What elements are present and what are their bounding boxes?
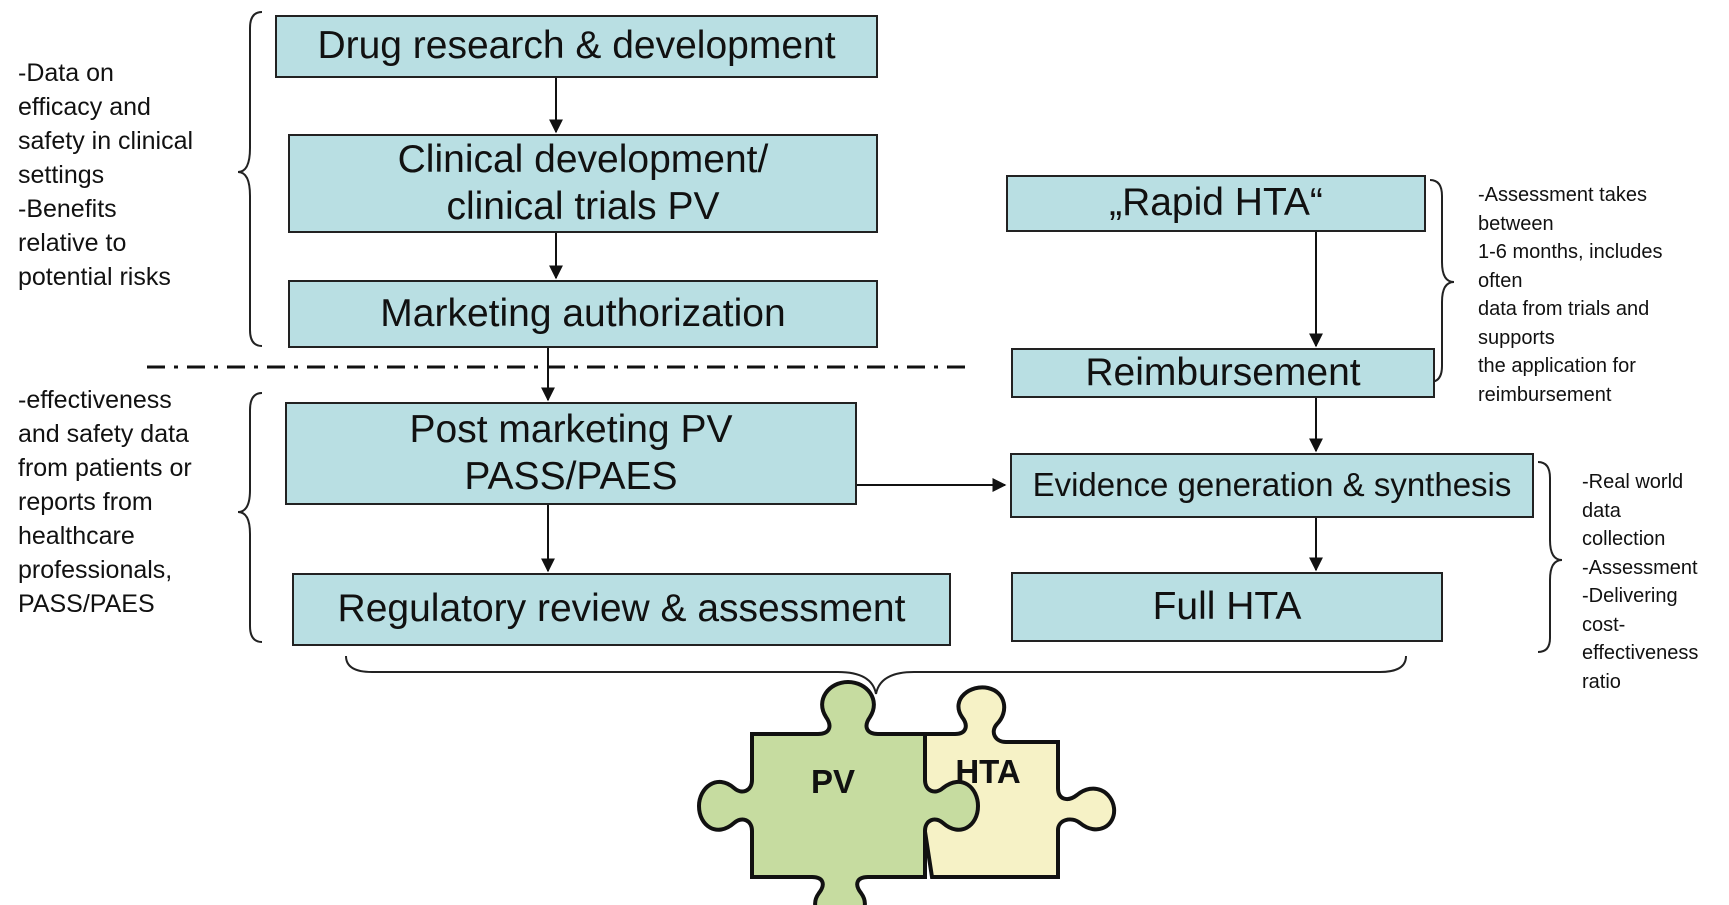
box-post-marketing-pv-line1: Post marketing PV [409, 408, 733, 452]
box-post-marketing-pv-line2: PASS/PAES [464, 454, 678, 498]
note-line: ratio [1582, 670, 1621, 693]
note-line: settings [18, 161, 105, 189]
note-line: -Benefits [18, 195, 117, 223]
box-full-hta-label: Full HTA [1152, 584, 1302, 628]
puzzle-label-hta: HTA [955, 753, 1020, 790]
note-line: -effectiveness [18, 386, 172, 414]
note-post-marketing: -effectiveness and safety data from pati… [18, 383, 192, 621]
note-line: reports from [18, 488, 153, 516]
box-regulatory-review-label: Regulatory review & assessment [337, 587, 906, 631]
note-rapid-hta: -Assessment takes between 1-6 months, in… [1478, 181, 1663, 409]
brace-pre-marketing [237, 11, 263, 347]
note-full-hta: -Real world data collection -Assessment … [1582, 468, 1698, 696]
brace-bottom [345, 655, 1407, 695]
brace-rapid-hta [1429, 179, 1455, 383]
note-line: PASS/PAES [18, 590, 155, 618]
box-evidence-generation: Evidence generation & synthesis [1010, 453, 1534, 518]
note-line: and safety data [18, 420, 189, 448]
box-marketing-authorization: Marketing authorization [288, 280, 878, 348]
note-line: often [1478, 269, 1523, 292]
note-line: data [1582, 499, 1621, 522]
note-line: reimbursement [1478, 383, 1612, 406]
note-line: healthcare [18, 522, 135, 550]
box-clinical-development-line2: clinical trials PV [446, 184, 720, 228]
box-rapid-hta: „Rapid HTA“ [1006, 175, 1426, 232]
puzzle-piece-pv [696, 679, 981, 905]
note-line: -Delivering [1582, 585, 1678, 607]
note-line: -Assessment takes [1478, 184, 1647, 206]
box-reimbursement: Reimbursement [1011, 348, 1435, 398]
note-line: effectiveness [1582, 642, 1699, 664]
box-clinical-development-line1: Clinical development/ [397, 138, 769, 182]
note-line: -Data on [18, 59, 114, 87]
note-line: potential risks [18, 263, 171, 291]
note-line: data from trials and [1478, 298, 1650, 320]
box-drug-research-development-label: Drug research & development [317, 24, 836, 68]
box-full-hta: Full HTA [1011, 572, 1443, 642]
note-pre-marketing: -Data on efficacy and safety in clinical… [18, 56, 193, 294]
box-drug-research-development: Drug research & development [275, 15, 878, 78]
puzzle-label-pv: PV [811, 763, 855, 800]
box-regulatory-review: Regulatory review & assessment [292, 573, 951, 646]
brace-post-marketing [237, 392, 263, 643]
note-line: -Real world [1582, 471, 1684, 493]
note-line: efficacy and [18, 93, 151, 121]
note-line: safety in clinical [18, 127, 194, 155]
box-marketing-authorization-label: Marketing authorization [380, 291, 786, 335]
note-line: cost- [1582, 613, 1626, 636]
note-line: professionals, [18, 556, 173, 584]
box-post-marketing-pv: Post marketing PV PASS/PAES [285, 402, 857, 505]
box-rapid-hta-label: „Rapid HTA“ [1109, 181, 1323, 225]
note-line: -Assessment [1582, 556, 1698, 579]
box-clinical-development: Clinical development/ clinical trials PV [288, 134, 878, 233]
note-line: supports [1478, 326, 1555, 349]
note-line: relative to [18, 229, 127, 257]
brace-full-hta [1537, 461, 1563, 653]
box-evidence-generation-label: Evidence generation & synthesis [1032, 466, 1512, 504]
note-line: the application for [1478, 355, 1636, 377]
note-line: between [1478, 212, 1554, 235]
note-line: 1-6 months, includes [1478, 241, 1663, 263]
note-line: from patients or [18, 454, 192, 482]
note-line: collection [1582, 528, 1666, 550]
box-reimbursement-label: Reimbursement [1085, 351, 1361, 394]
